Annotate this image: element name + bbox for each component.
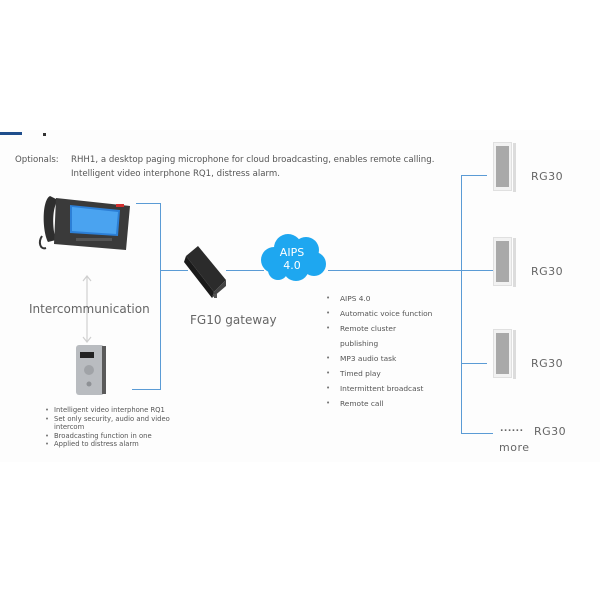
video-interphone-icon <box>74 344 108 396</box>
connector-interphone <box>132 389 161 390</box>
optionals-line2: Intelligent video interphone RQ1, distre… <box>71 169 281 179</box>
connector-bracket-vertical <box>160 203 161 390</box>
interphone-feature-item: Broadcasting function in one <box>44 432 214 441</box>
speaker-label: RG30 <box>531 265 564 278</box>
optionals-note: Optionals: RHH1, a desktop paging microph… <box>15 153 434 181</box>
aips-feature-item-cont: publishing <box>340 339 379 348</box>
rg30-speaker-icon <box>493 329 516 379</box>
more-dots: ...... <box>500 424 524 434</box>
desk-video-phone-icon <box>36 190 132 254</box>
aips-feature-item: MP3 audio task <box>326 351 432 366</box>
aips-feature-item: Automatic voice function <box>326 306 432 321</box>
optionals-label: Optionals: <box>15 155 59 165</box>
connector-speaker-1 <box>461 175 487 176</box>
interphone-feature-item: Applied to distress alarm <box>44 440 214 449</box>
interphone-feature-item: Set only security, audio and video inter… <box>44 415 194 432</box>
connector-to-gateway <box>160 270 188 271</box>
cloud-version: 4.0 <box>283 259 301 272</box>
cloud-title: AIPS <box>279 246 305 259</box>
speaker-label: RG30 <box>531 357 564 370</box>
speaker-bus-vertical <box>461 175 462 433</box>
title-accent-dot <box>43 133 46 136</box>
connector-speaker-3 <box>461 363 487 364</box>
interphone-feature-item: Intelligent video interphone RQ1 <box>44 406 214 415</box>
aips-feature-item: Remote cluster <box>326 321 432 336</box>
connector-phone <box>136 203 161 204</box>
rg30-speaker-icon <box>493 142 516 192</box>
speaker-label: RG30 <box>531 170 564 183</box>
gateway-label: FG10 gateway <box>190 313 277 327</box>
aips-feature-item: AIPS 4.0 <box>326 291 432 306</box>
more-speaker-label: RG30 <box>534 425 567 438</box>
intercommunication-label: Intercommunication <box>29 302 150 316</box>
aips-feature-list: AIPS 4.0 Automatic voice function Remote… <box>326 291 432 411</box>
aips-cloud-icon: AIPS 4.0 <box>256 232 328 282</box>
aips-feature-item: Intermittent broadcast <box>326 381 432 396</box>
connector-gateway-cloud <box>226 270 264 271</box>
connector-more <box>461 433 493 434</box>
gateway-box-icon <box>184 244 228 300</box>
more-label: more <box>499 441 530 454</box>
title-accent-bar <box>0 132 22 135</box>
intercom-arrow-icon <box>82 274 92 344</box>
aips-feature-item: Timed play <box>326 366 432 381</box>
interphone-feature-list: Intelligent video interphone RQ1 Set onl… <box>44 406 214 449</box>
connector-cloud-speakers <box>328 270 493 271</box>
optionals-line1: RHH1, a desktop paging microphone for cl… <box>71 155 435 165</box>
rg30-speaker-icon <box>493 237 516 287</box>
aips-feature-item: Remote call <box>326 396 432 411</box>
